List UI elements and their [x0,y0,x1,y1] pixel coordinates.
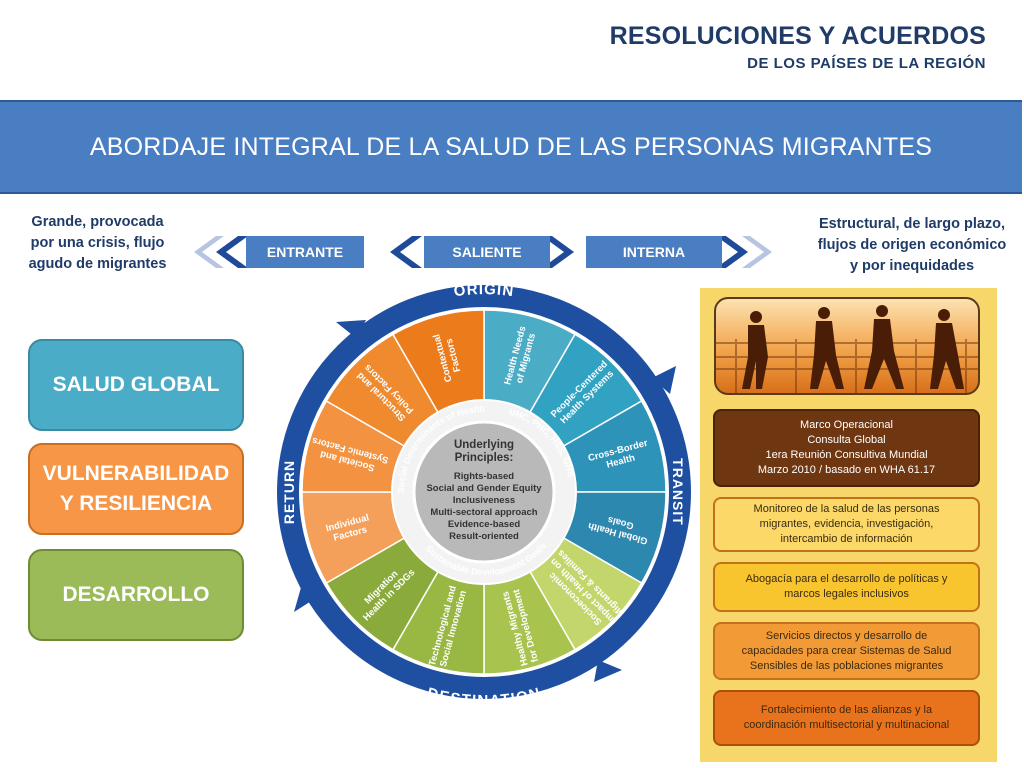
right-caption: Estructural, de largo plazo, flujos de o… [806,214,1018,277]
box-line: Servicios directos y desarrollo de [765,629,928,642]
principle-item: Result-oriented [449,531,519,542]
label-return: RETURN [281,460,297,524]
chevron-right-icon [542,236,574,268]
center-principles: Underlying Principles: Rights-based Soci… [426,439,542,542]
principle-item: Rights-based [454,471,514,482]
pillar-label: Y RESILIENCIA [59,492,213,515]
box-fortalecimiento: Fortalecimiento de las alianzas y la coo… [713,690,980,746]
label-origin: ORIGIN [453,281,515,300]
box-monitoreo: Monitoreo de la salud de las personas mi… [713,497,980,552]
box-line: 1era Reunión Consultiva Mundial [765,449,928,461]
left-caption-line: Grande, provocada [31,214,164,230]
outer-ring [277,285,691,699]
box-marco-operacional: Marco Operacional Consulta Global 1era R… [713,409,980,487]
flow-entrante: ENTRANTE [246,236,364,268]
right-caption-line: y por inequidades [849,258,975,274]
wheel-segments: Health Needsof MigrantsPeople-CenteredHe… [301,309,667,675]
principle-item: Inclusiveness [453,495,515,506]
box-line: migrantes, evidencia, investigación, [759,518,934,530]
box-line: Abogacía para el desarrollo de políticas… [745,573,948,585]
flow-arrows [194,236,772,268]
chevron-left-icon [390,236,422,268]
box-line: Marco Operacional [800,419,893,431]
principles-title: Principles: [455,452,514,464]
label-transit: TRANSIT [670,458,686,526]
pillar-label: DESARROLLO [62,583,210,606]
box-line: Fortalecimiento de las alianzas y la [760,704,933,716]
box-line: capacidades para crear Sistemas de Salud [741,644,952,657]
right-caption-line: flujos de origen económico [817,237,1007,253]
box-abogacia: Abogacía para el desarrollo de políticas… [713,562,980,612]
banner-title: ABORDAJE INTEGRAL DE LA SALUD DE LAS PER… [89,133,933,161]
left-caption-line: agudo de migrantes [28,256,167,272]
flow-saliente: SALIENTE [424,236,550,268]
principle-item: Social and Gender Equity [426,483,542,494]
box-line: coordinación multisectorial y multinacio… [743,719,950,731]
center-disc [412,420,556,564]
box-line: Marzo 2010 / basado en WHA 61.17 [757,464,936,476]
box-line: intercambio de información [780,533,913,545]
left-caption: Grande, provocada por una crisis, flujo … [20,212,175,275]
right-caption-line: Estructural, de largo plazo, [818,216,1006,232]
left-caption-line: por una crisis, flujo [30,235,165,251]
pillar-label: VULNERABILIDAD [42,462,230,485]
box-line: Monitoreo de la salud de las personas [753,503,940,515]
pillar-desarrollo: DESARROLLO [28,549,244,641]
arrow-head-icon [652,366,676,394]
principles-title: Underlying [454,439,514,451]
migration-wheel: Health Needsof MigrantsPeople-CenteredHe… [277,281,691,704]
arrow-head-icon [336,320,366,338]
pillar-vulnerabilidad: VULNERABILIDAD Y RESILIENCIA [28,443,244,535]
slide-subtitle: DE LOS PAÍSES DE LA REGIÓN [747,55,986,72]
banner: ABORDAJE INTEGRAL DE LA SALUD DE LAS PER… [0,100,1022,194]
box-servicios: Servicios directos y desarrollo de capac… [713,622,980,680]
chevron-right-icon [716,236,772,268]
flow-interna: INTERNA [586,236,722,268]
arrow-head-icon [594,660,622,682]
migrants-photo [714,297,980,395]
slide-title: RESOLUCIONES Y ACUERDOS [609,22,986,50]
pillar-label: SALUD GLOBAL [52,373,220,396]
walking-people-icon [716,305,978,393]
pillar-salud-global: SALUD GLOBAL [28,339,244,431]
arrow-head-icon [294,584,316,612]
box-line: marcos legales inclusivos [784,588,909,600]
principle-item: Multi-sectoral approach [430,507,537,518]
principle-item: Evidence-based [448,519,521,530]
box-line: Sensibles de las poblaciones migrantes [749,659,944,672]
chevron-left-icon [194,236,248,268]
box-line: Consulta Global [807,434,886,446]
